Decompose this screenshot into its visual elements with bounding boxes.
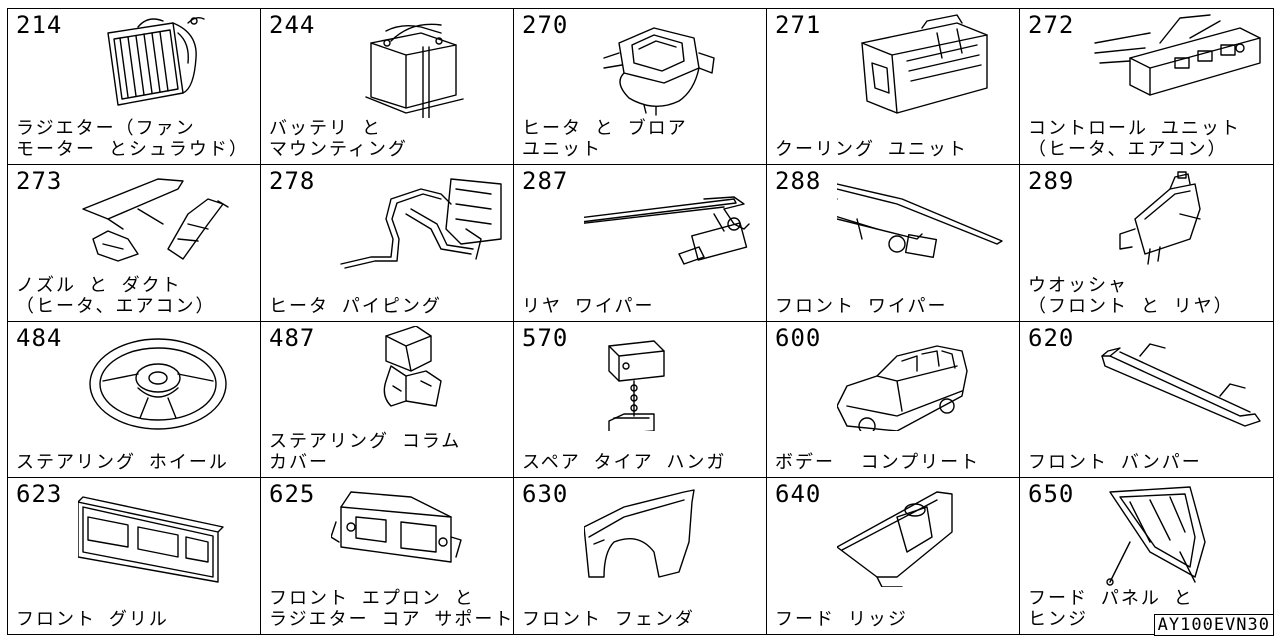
part-label: フード リッジ [775,609,908,630]
part-number: 623 [16,479,63,508]
part-label: リヤ ワイパー [522,295,655,317]
part-number: 640 [775,479,822,508]
part-cell-270[interactable]: 270 ヒータ と ブロア ユニット [514,9,767,166]
part-label: ウオッシャ （フロント と リヤ） [1028,274,1234,317]
part-label: ヒータ パイピング [269,295,442,317]
part-label: フロント エプロン と ラジエター コア サポート [269,588,514,630]
front-grille-icon [77,482,253,587]
part-number: 270 [522,11,569,39]
part-label: コントロール ユニット （ヒータ、エアコン） [1028,118,1241,161]
part-number: 630 [522,479,569,508]
part-cell-600[interactable]: 600 ボデー コンプリート [767,321,1020,478]
hood-ledge-icon [836,482,1012,588]
steering-wheel-icon [78,326,253,431]
part-label: ステアリング コラム カバー [269,430,462,473]
part-number: 484 [16,323,63,352]
part-label: フロント バンパー [1028,451,1202,473]
part-cell-640[interactable]: 640 フード リッジ [767,477,1020,634]
part-number: 600 [775,323,822,352]
control-unit-icon [1090,13,1265,118]
part-label: ボデー コンプリート [775,451,981,473]
part-cell-278[interactable]: 278 ヒータ パイピング [261,165,514,322]
part-number: 650 [1028,479,1075,508]
part-cell-620[interactable]: 620 フロント バンパー [1020,322,1273,478]
part-number: 273 [16,167,63,196]
part-cell-214[interactable]: 214 ラジエター（ファン モーター とシュラウド） [8,9,261,166]
part-number: 620 [1028,323,1075,352]
part-label: フロント フェンダ [522,609,695,630]
part-label: ラジエター（ファン モーター とシュラウド） [16,118,249,161]
part-cell-244[interactable]: 244 バッテリ と マウンティング [261,9,514,166]
part-cell-273[interactable]: 273 ノズル と ダクト （ヒータ、エアコン） [8,165,261,322]
part-cell-570[interactable]: 570 スペア タイア ハンガ [514,321,767,478]
washer-icon [1090,169,1265,274]
diagram-code: AY100EVN30 [1153,614,1274,636]
parts-grid: 214 ラジエター（ファン モーター とシュラウド） 244 バッテリ と マウ… [7,8,1274,635]
part-cell-272[interactable]: 272 コントロール ユニット （ヒータ、エアコン） [1020,9,1273,166]
nozzle-duct-icon [78,169,253,274]
radiator-icon [78,13,253,118]
hood-panel-icon [1090,482,1265,587]
part-number: 244 [269,11,316,39]
spare-tire-hanger-icon [584,326,759,435]
part-label: スペア タイア ハンガ [522,451,727,473]
part-cell-288[interactable]: 288 フロント ワイパー [767,165,1020,322]
part-cell-271[interactable]: 271 クーリング ユニット [767,9,1020,166]
rear-wiper-icon [528,169,759,274]
part-label: クーリング ユニット [775,139,968,161]
part-label: フロント ワイパー [775,295,948,317]
part-number: 289 [1028,167,1075,196]
front-fender-icon [583,482,759,587]
part-number: 272 [1028,11,1075,39]
part-number: 287 [522,167,569,196]
part-label: ノズル と ダクト （ヒータ、エアコン） [16,274,216,317]
part-number: 625 [269,479,316,508]
part-number: 271 [775,11,822,39]
part-cell-289[interactable]: 289 ウオッシャ （フロント と リヤ） [1020,165,1273,322]
part-label: ヒータ と ブロア ユニット [522,118,688,161]
column-cover-icon [331,324,506,431]
part-cell-623[interactable]: 623 フロント グリル [8,477,261,634]
part-label: バッテリ と マウンティング [269,118,408,161]
part-number: 570 [522,323,569,352]
heater-blower-icon [584,13,759,118]
part-cell-484[interactable]: 484 ステアリング ホイール [8,321,261,478]
part-cell-650[interactable]: 650 フード パネル と ヒンジ [1020,478,1273,634]
part-cell-487[interactable]: 487 ステアリング コラム カバー [261,321,514,478]
part-cell-625[interactable]: 625 フロント エプロン と ラジエター コア サポート [261,477,514,634]
heater-piping-icon [331,169,506,274]
part-label: フード パネル と ヒンジ [1028,588,1194,630]
part-number: 214 [16,11,63,39]
body-complete-icon [836,326,1012,435]
part-number: 487 [269,323,316,352]
front-apron-icon [330,482,506,587]
part-cell-630[interactable]: 630 フロント フェンダ [514,477,767,634]
part-cell-287[interactable]: 287 リヤ ワイパー [514,165,767,322]
part-number: 288 [775,167,822,196]
part-label: フロント グリル [16,609,169,630]
front-bumper-icon [1090,326,1265,431]
battery-icon [331,13,506,124]
cooling-unit-icon [837,13,1012,118]
front-wiper-icon [796,169,1012,274]
part-number: 278 [269,167,316,196]
part-label: ステアリング ホイール [16,451,229,473]
